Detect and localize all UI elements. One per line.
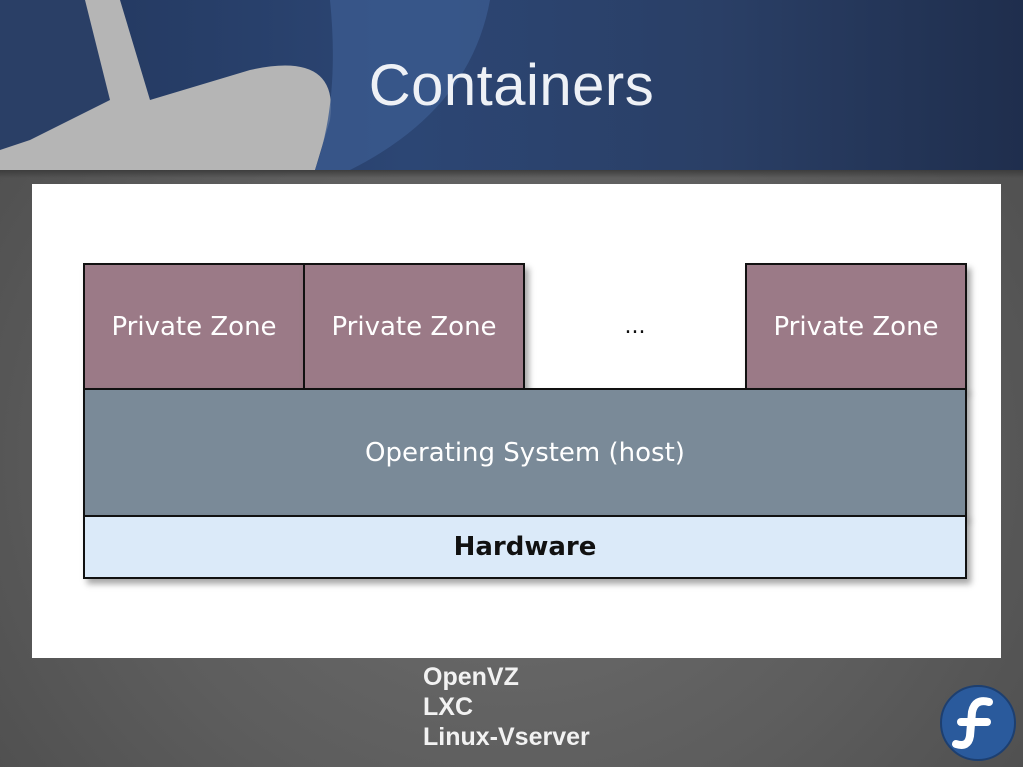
slide-title: Containers: [368, 53, 655, 118]
list-item: LXC: [423, 693, 473, 721]
list-item: Linux-Vserver: [423, 723, 590, 751]
private-zone-1: Private Zone: [83, 263, 305, 390]
header-shadow: [0, 170, 1023, 178]
list-item: OpenVZ: [423, 663, 519, 691]
header-decoration: [0, 0, 490, 170]
private-zone-3: Private Zone: [745, 263, 967, 390]
private-zone-2: Private Zone: [303, 263, 525, 390]
fedora-logo-icon: [940, 685, 1016, 761]
hardware-layer: Hardware: [83, 515, 967, 579]
architecture-diagram: Private Zone Private Zone ... Private Zo…: [83, 263, 967, 579]
diagram-panel: Private Zone Private Zone ... Private Zo…: [32, 184, 1001, 658]
container-technologies-list: OpenVZ LXC Linux-Vserver: [423, 662, 590, 752]
slide-header: Containers: [0, 0, 1023, 170]
operating-system-layer: Operating System (host): [83, 388, 967, 517]
zone-ellipsis: ...: [624, 314, 646, 339]
